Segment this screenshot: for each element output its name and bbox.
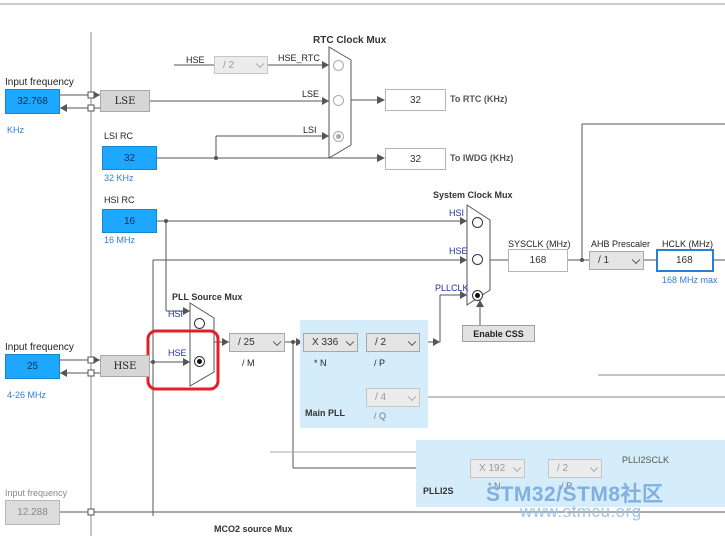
pll-m-value: / 25: [238, 337, 255, 348]
sys-mux-hse-radio[interactable]: [472, 254, 483, 265]
rtc-hse-divider-dropdown[interactable]: / 2: [214, 56, 268, 74]
enable-css-button[interactable]: Enable CSS: [462, 325, 535, 342]
hclk-max-label: 168 MHz max: [662, 275, 718, 285]
i2s-frequency-input[interactable]: 12.288: [5, 500, 60, 525]
hse-input-label: Input frequency: [5, 342, 74, 353]
ahb-prescaler-dropdown[interactable]: / 1: [589, 251, 644, 270]
plli2s-n-label: * N: [488, 481, 501, 491]
system-mux-title: System Clock Mux: [433, 190, 513, 200]
chevron-down-icon: [631, 255, 641, 264]
watermark-url: www.stmcu.org: [520, 502, 642, 521]
rtc-hse-label: HSE: [186, 55, 205, 65]
mco2-mux-title: MCO2 source Mux: [214, 524, 293, 534]
sys-mux-hsi-label: HSI: [449, 208, 465, 218]
chevron-down-icon: [589, 463, 599, 472]
chevron-down-icon: [407, 337, 417, 346]
pll-n-value: X 336: [312, 337, 339, 348]
rtc-lse-label: LSE: [302, 89, 320, 99]
lse-unit: KHz: [7, 125, 25, 135]
rtc-mux-lsi-radio[interactable]: [333, 131, 344, 142]
pll-p-value: / 2: [375, 337, 387, 348]
pll-q-value: / 4: [375, 392, 387, 403]
rtc-mux-title: RTC Clock Mux: [313, 35, 387, 46]
pll-m-label: / M: [242, 358, 255, 368]
pll-n-dropdown[interactable]: X 336: [303, 333, 358, 352]
hsi-unit: 16 MHz: [104, 235, 136, 245]
sys-mux-hsi-radio[interactable]: [472, 217, 483, 228]
sysclk-label: SYSCLK (MHz): [508, 239, 571, 249]
sys-mux-hse-label: HSE: [449, 246, 468, 256]
plli2s-r-dropdown[interactable]: / 2: [548, 459, 602, 478]
chevron-down-icon: [345, 337, 355, 346]
pll-source-hse-radio[interactable]: [194, 356, 205, 367]
plli2s-n-value: X 192: [479, 463, 506, 474]
hclk-input[interactable]: 168: [656, 249, 714, 272]
plli2s-r-label: / R: [561, 481, 573, 491]
rtc-output-value: 32: [385, 89, 446, 111]
pll-p-dropdown[interactable]: / 2: [366, 333, 420, 352]
rtc-hse-rtc-label: HSE_RTC: [278, 53, 320, 63]
lsi-label: LSI RC: [104, 131, 134, 141]
i2s-input-label: Input frequency: [5, 488, 68, 498]
chevron-down-icon: [272, 337, 282, 346]
rtc-hse-divider-value: / 2: [223, 59, 235, 71]
sys-mux-pllclk-radio[interactable]: [472, 290, 483, 301]
lse-oscillator: LSE: [100, 90, 150, 112]
pll-n-label: * N: [314, 358, 327, 368]
pll-q-label: / Q: [374, 411, 387, 421]
hsi-value: 16: [102, 209, 157, 233]
pll-source-mux-shape: [189, 302, 215, 387]
rtc-mux-hse-radio[interactable]: [333, 60, 344, 71]
watermark-text: STM32/STM8社区: [486, 483, 664, 506]
iwdg-output-label: To IWDG (KHz): [450, 153, 514, 163]
plli2s-title: PLLI2S: [423, 486, 454, 496]
pll-p-label: / P: [374, 358, 386, 368]
pll-source-hsi-label: HSI: [168, 309, 184, 319]
rtc-lsi-label: LSI: [303, 125, 317, 135]
pll-m-dropdown[interactable]: / 25: [229, 333, 285, 352]
pll-source-mux-title: PLL Source Mux: [172, 292, 243, 302]
plli2s-r-value: / 2: [557, 463, 569, 474]
lse-frequency-input[interactable]: 32.768: [5, 89, 60, 114]
iwdg-output-value: 32: [385, 148, 446, 170]
hse-frequency-input[interactable]: 25: [5, 354, 60, 379]
main-pll-title: Main PLL: [305, 408, 345, 418]
chevron-down-icon: [407, 392, 417, 401]
plli2s-n-dropdown[interactable]: X 192: [470, 459, 525, 478]
hclk-label: HCLK (MHz): [662, 239, 713, 249]
plli2sclk-label: PLLI2SCLK: [622, 455, 670, 465]
lse-input-label: Input frequency: [5, 77, 74, 88]
ahb-label: AHB Prescaler: [591, 239, 651, 249]
hse-range: 4-26 MHz: [7, 390, 47, 400]
chevron-down-icon: [255, 59, 265, 69]
hsi-label: HSI RC: [104, 195, 135, 205]
hse-oscillator: HSE: [100, 355, 150, 377]
lsi-unit: 32 KHz: [104, 173, 134, 183]
rtc-mux-lse-radio[interactable]: [333, 95, 344, 106]
lsi-value: 32: [102, 146, 157, 170]
sys-mux-pllclk-label: PLLCLK: [435, 283, 469, 293]
chevron-down-icon: [512, 463, 522, 472]
sysclk-value: 168: [508, 249, 568, 272]
pll-q-dropdown[interactable]: / 4: [366, 388, 420, 407]
pll-source-hsi-radio[interactable]: [194, 318, 205, 329]
ahb-prescaler-value: / 1: [598, 255, 610, 266]
pll-source-hse-label: HSE: [168, 348, 187, 358]
rtc-output-label: To RTC (KHz): [450, 94, 508, 104]
